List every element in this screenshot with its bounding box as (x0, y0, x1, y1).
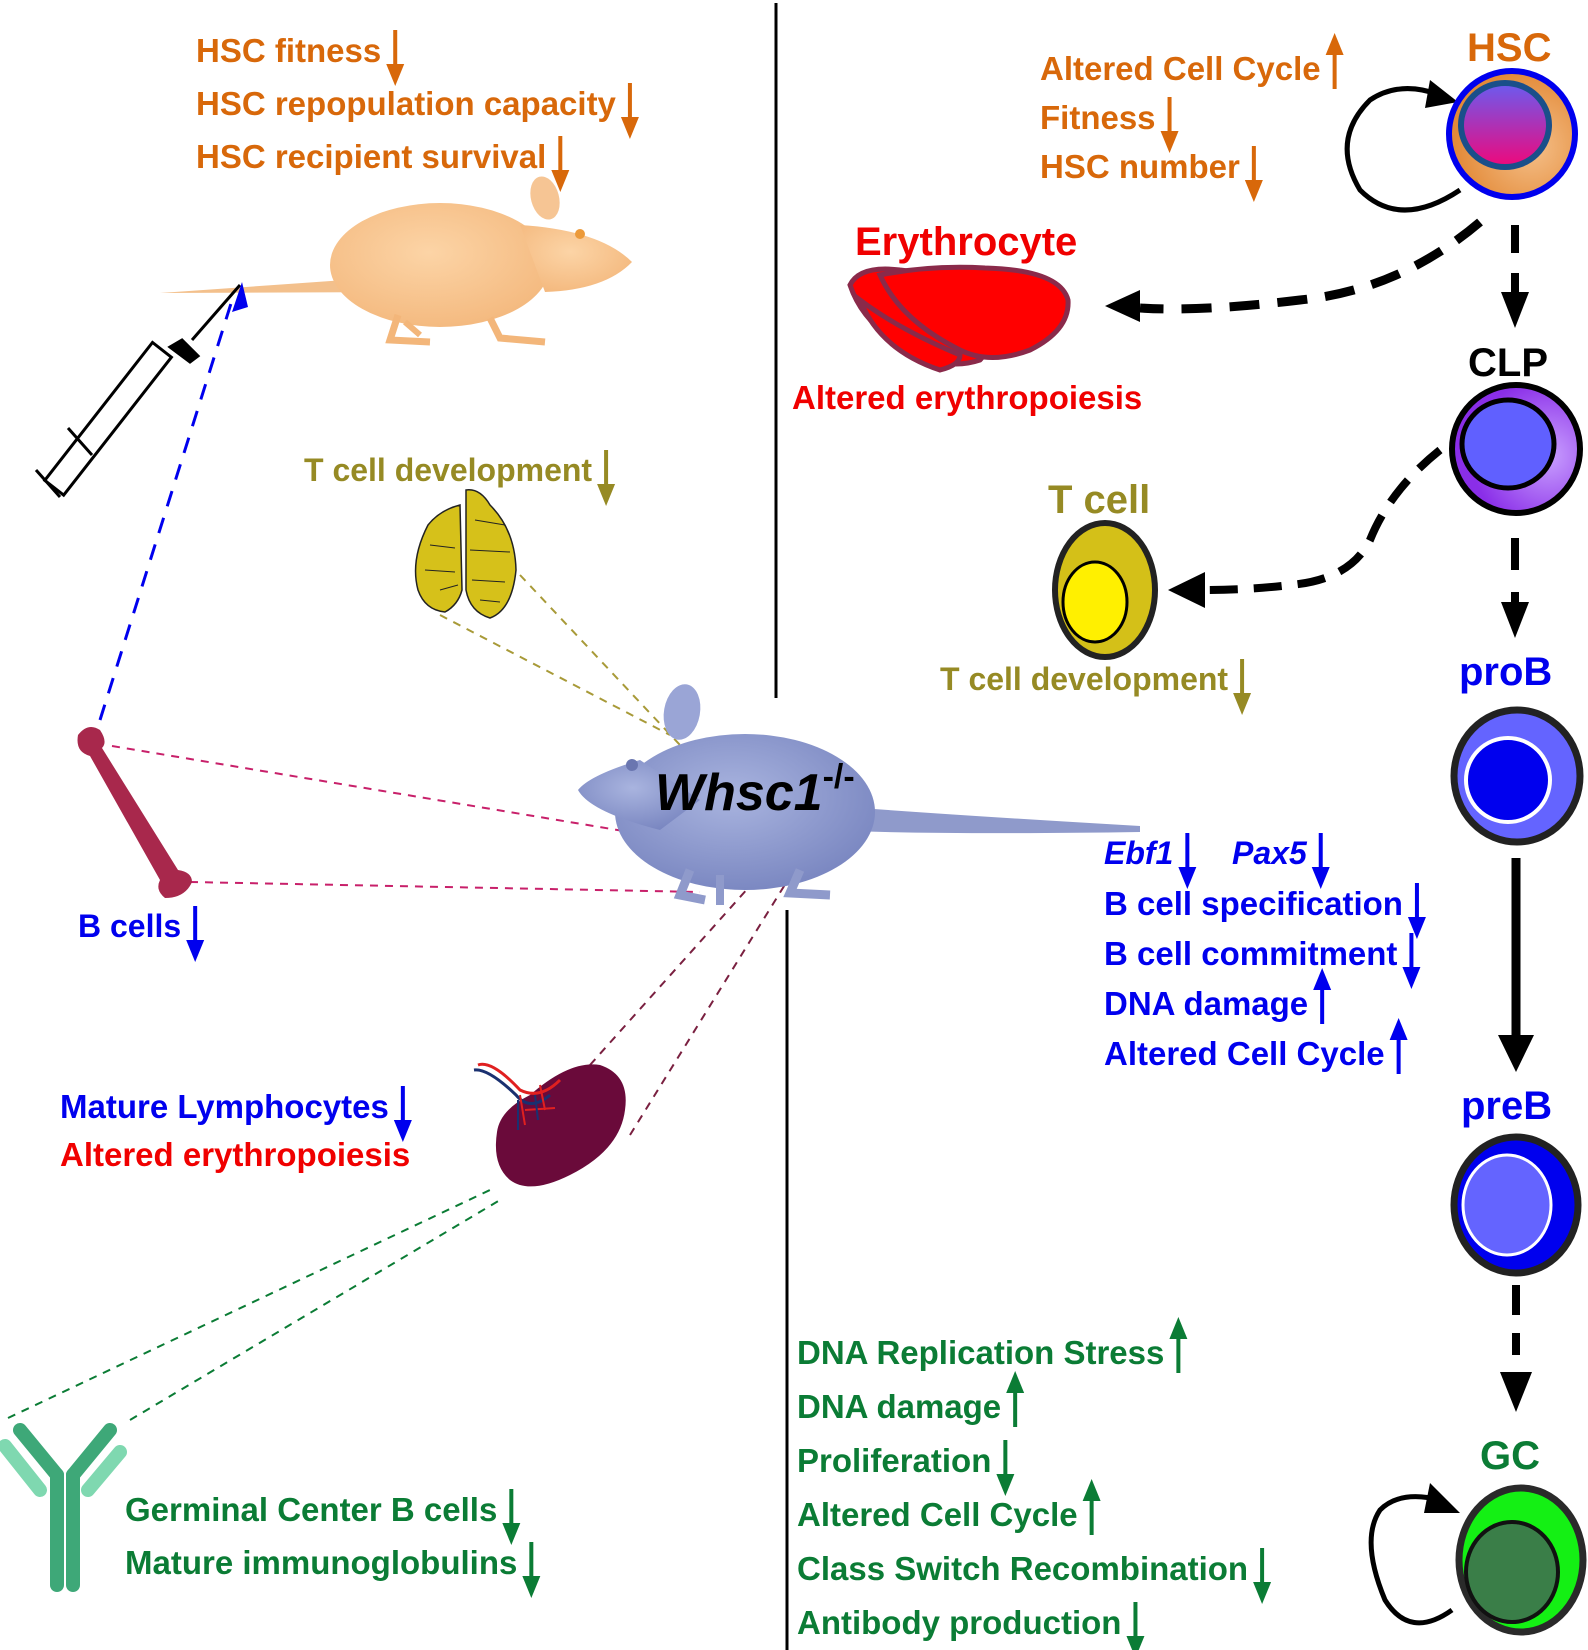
antibody-item-2: Mature immunoglobulins (125, 1546, 517, 1579)
cell-label-hsc: HSC (1467, 26, 1552, 70)
gene-name: Whsc1 (655, 764, 823, 822)
prob-effect-1: B cell specification (1104, 887, 1403, 920)
gc-effect-6: Antibody production (797, 1606, 1121, 1639)
hsc-effect-1: Altered Cell Cycle (1040, 52, 1321, 85)
spleen-item-2-text: Altered erythropoiesis (60, 1136, 411, 1173)
transplant-item-1-text: HSC fitness (196, 32, 382, 69)
thymus-icon (414, 489, 517, 619)
antibody-item-1: Germinal Center B cells (125, 1493, 497, 1526)
mouse-knockout-icon (578, 684, 1140, 905)
bone-icon (77, 726, 192, 898)
gc-effect-2: DNA damage (797, 1390, 1001, 1423)
antibody-item-1-text: Germinal Center B cells (125, 1491, 498, 1528)
gc-effect-2-text: DNA damage (797, 1388, 1002, 1425)
arrowhead-tcell (1168, 572, 1205, 608)
spleen-item-2: Altered erythropoiesis (60, 1138, 410, 1171)
gc-self-renewal-arrowhead (1424, 1483, 1460, 1513)
genotype-superscript: -/- (822, 758, 855, 796)
prob-effect-4: Altered Cell Cycle (1104, 1037, 1385, 1070)
gc-effect-4-text: Altered Cell Cycle (797, 1496, 1078, 1533)
transplant-item-3: HSC recipient survival (196, 140, 546, 173)
arrowhead-clp (1501, 292, 1529, 328)
prob-effect-2-text: B cell commitment (1104, 935, 1398, 972)
hsc-effect-3: HSC number (1040, 150, 1240, 183)
prob-effect-2: B cell commitment (1104, 937, 1397, 970)
spleen-item-1: Mature Lymphocytes (60, 1090, 389, 1123)
gc-cell-icon (1455, 1484, 1587, 1636)
prob-cell-icon (1450, 706, 1584, 846)
hsc-self-renewal-arrowhead (1425, 80, 1458, 108)
cell-label-preb: preB (1461, 1084, 1553, 1128)
spleen-icon (473, 1062, 626, 1187)
transplant-item-2-text: HSC repopulation capacity (196, 85, 616, 122)
cell-label-prob: proB (1459, 650, 1553, 694)
cell-label-erythrocyte: Erythrocyte (855, 220, 1078, 264)
cell-label-tcell: T cell (1048, 478, 1151, 522)
gc-effect-5-text: Class Switch Recombination (797, 1550, 1249, 1587)
cell-label-clp: CLP (1468, 341, 1548, 385)
prob-gene-2: Pax5 (1232, 837, 1307, 869)
tcell-icon (1052, 520, 1158, 660)
clp-cell-icon (1449, 382, 1583, 516)
arrowhead-gc (1500, 1372, 1532, 1412)
connector-bone-2 (189, 881, 701, 893)
gc-effect-5: Class Switch Recombination (797, 1552, 1248, 1585)
prob-effect-4-text: Altered Cell Cycle (1104, 1035, 1385, 1072)
connector-bone-1 (111, 745, 751, 853)
arrowhead-preb (1498, 1035, 1534, 1072)
connector-thymus-1 (439, 614, 671, 736)
hsc-effect-2-text: Fitness (1040, 99, 1156, 136)
prob-gene-1-text: Ebf1 (1104, 835, 1174, 871)
transplant-item-1: HSC fitness (196, 34, 381, 67)
cell-label-gc: GC (1480, 1434, 1540, 1478)
hsc-effect-1-text: Altered Cell Cycle (1040, 50, 1321, 87)
erythrocyte-effect: Altered erythropoiesis (792, 379, 1143, 416)
arrow-clp-to-tcell (1199, 446, 1443, 594)
injection-arrowhead (232, 282, 248, 312)
thymus-item-1-text: T cell development (304, 452, 593, 488)
arrowhead-prob (1501, 602, 1529, 638)
syringe-icon (34, 284, 242, 498)
arrow-hsc-to-erythrocyte (1139, 218, 1483, 314)
gc-effect-1-text: DNA Replication Stress (797, 1334, 1165, 1371)
transplant-item-2: HSC repopulation capacity (196, 87, 616, 120)
bone-item-1: B cells (78, 910, 181, 942)
thymus-item-1: T cell development (304, 454, 592, 486)
transplant-item-3-text: HSC recipient survival (196, 138, 547, 175)
preb-cell-icon (1450, 1133, 1582, 1277)
connector-thymus-2 (519, 574, 681, 746)
spleen-item-1-text: Mature Lymphocytes (60, 1088, 389, 1125)
arrowhead-erythrocyte (1105, 290, 1140, 322)
connector-antibody-1 (7, 1189, 491, 1419)
recipient-mouse-icon (160, 176, 632, 346)
antibody-icon (0, 1423, 127, 1592)
connector-antibody-2 (129, 1199, 501, 1421)
hsc-effect-3-text: HSC number (1040, 148, 1240, 185)
prob-gene-2-text: Pax5 (1232, 835, 1307, 871)
prob-gene-1: Ebf1 (1104, 837, 1173, 869)
gc-effect-4: Altered Cell Cycle (797, 1498, 1078, 1531)
gc-effect-3: Proliferation (797, 1444, 991, 1477)
erythrocyte-icon (847, 264, 1071, 373)
gc-effect-6-text: Antibody production (797, 1604, 1122, 1641)
hsc-self-renewal-arrow (1344, 86, 1462, 213)
hsc-cell-icon (1446, 68, 1578, 200)
connector-blue-bone-syringe (98, 293, 236, 721)
genotype-label: Whsc1-/- (655, 760, 855, 819)
hsc-effect-2: Fitness (1040, 101, 1156, 134)
tcell-effect: T cell development (940, 663, 1228, 695)
gc-effect-1: DNA Replication Stress (797, 1336, 1164, 1369)
gc-effect-3-text: Proliferation (797, 1442, 992, 1479)
bone-item-1-text: B cells (78, 908, 182, 944)
gc-self-renewal-arrow (1368, 1494, 1454, 1626)
antibody-item-2-text: Mature immunoglobulins (125, 1544, 518, 1581)
tcell-effect-text: T cell development (940, 661, 1229, 697)
prob-effect-1-text: B cell specification (1104, 885, 1403, 922)
prob-effect-3: DNA damage (1104, 987, 1308, 1020)
prob-effect-3-text: DNA damage (1104, 985, 1309, 1022)
